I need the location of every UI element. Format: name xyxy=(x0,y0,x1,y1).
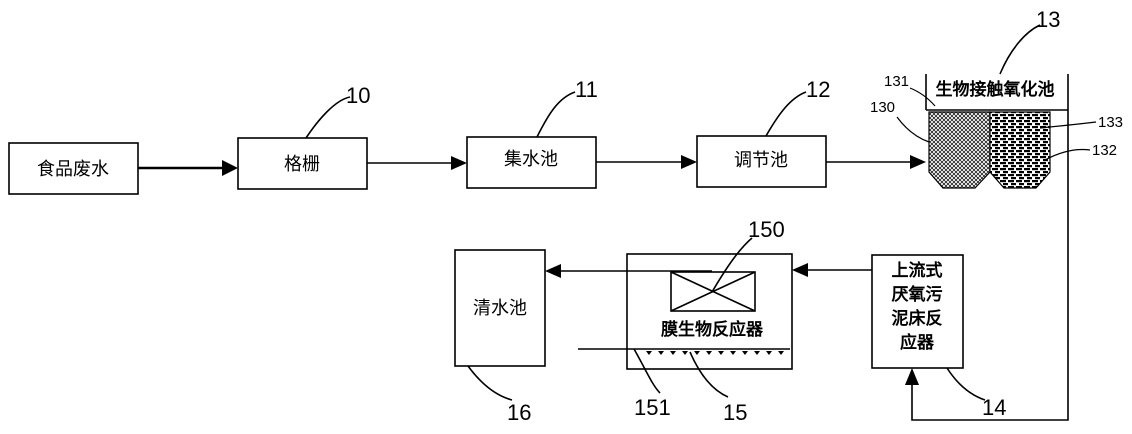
arrow-collection-to-regulating xyxy=(596,155,697,169)
leader-16 xyxy=(467,365,513,401)
leader-10 xyxy=(305,96,351,139)
clear-water-tank-box: 清水池 xyxy=(454,249,546,367)
grille-label: 格栅 xyxy=(284,154,320,175)
pipe-oxidation-to-uasb xyxy=(905,110,1069,421)
uasb-label-line-4: 应器 xyxy=(900,332,935,353)
filler-media-right xyxy=(989,111,1051,189)
food-wastewater-label: 食品废水 xyxy=(37,159,109,180)
leader-131 xyxy=(909,87,936,107)
leader-130 xyxy=(896,116,930,143)
ref-number-132: 132 xyxy=(1092,142,1117,159)
bio-contact-oxidation-tank: 生物接触氧化池 xyxy=(925,74,1069,189)
ref-number-12: 12 xyxy=(806,77,830,102)
uasb-label-line-2: 厌氧污 xyxy=(892,284,943,305)
collection-tank-label: 集水池 xyxy=(504,149,558,170)
ref-number-14: 14 xyxy=(982,395,1006,420)
leader-151 xyxy=(633,348,661,394)
leader-14 xyxy=(946,367,986,401)
ref-number-15: 15 xyxy=(723,400,747,425)
ref-number-151: 151 xyxy=(634,395,671,420)
ref-number-13: 13 xyxy=(1036,7,1060,32)
arrow-wastewater-to-grille xyxy=(138,160,238,176)
ref-number-130: 130 xyxy=(870,99,895,116)
membrane-bioreactor-box: 膜生物反应器 xyxy=(578,253,793,370)
leader-12 xyxy=(765,91,807,137)
leader-133 xyxy=(1039,121,1097,129)
collection-tank-box: 集水池 xyxy=(466,136,597,189)
uasb-label-line-1: 上流式 xyxy=(892,260,943,281)
leader-150 xyxy=(711,237,753,293)
ref-number-133: 133 xyxy=(1098,114,1123,131)
ref-number-131: 131 xyxy=(884,73,909,90)
ref-number-16: 16 xyxy=(507,400,531,425)
regulating-tank-box: 调节池 xyxy=(696,135,827,188)
leader-11 xyxy=(536,91,576,138)
grille-box: 格栅 xyxy=(237,137,368,190)
leader-13 xyxy=(999,24,1041,75)
uasb-label-line-3: 泥床反 xyxy=(892,308,943,329)
arrow-mbr-to-clear-water xyxy=(545,264,712,278)
clear-water-tank-label: 清水池 xyxy=(473,298,527,319)
filler-media-left xyxy=(928,111,991,189)
arrow-uasb-to-mbr xyxy=(792,263,872,277)
aeration-diffusers xyxy=(646,351,784,355)
leader-15 xyxy=(689,351,729,398)
food-wastewater-box: 食品废水 xyxy=(8,142,139,195)
ref-number-10: 10 xyxy=(346,83,370,108)
regulating-tank-label: 调节池 xyxy=(734,150,788,171)
arrow-regulating-to-oxidation xyxy=(826,155,926,169)
membrane-bioreactor-label: 膜生物反应器 xyxy=(661,319,764,340)
ref-number-11: 11 xyxy=(575,77,598,102)
bio-contact-oxidation-label: 生物接触氧化池 xyxy=(936,79,1055,100)
ref-number-150: 150 xyxy=(748,217,785,242)
arrow-grille-to-collection xyxy=(367,156,467,170)
uasb-reactor-box: 上流式 厌氧污 泥床反 应器 xyxy=(871,254,964,369)
